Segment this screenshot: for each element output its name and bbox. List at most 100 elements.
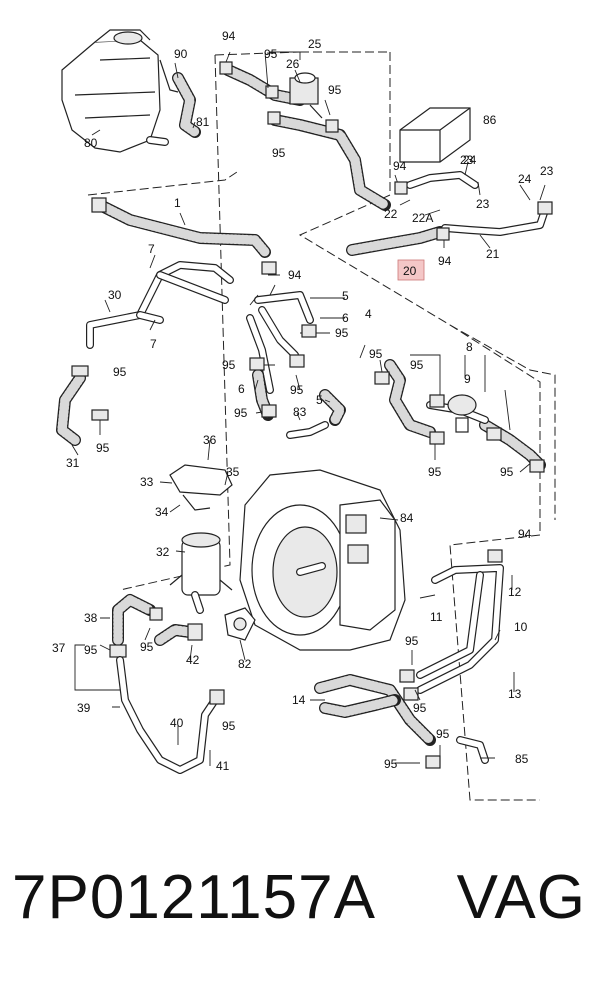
callout-label: 13 xyxy=(508,687,522,701)
hose-21 xyxy=(441,201,553,236)
callout-label: 7 xyxy=(148,242,155,256)
highlight-box xyxy=(397,259,425,281)
callout-label: 25 xyxy=(308,37,322,51)
hose-20 xyxy=(346,226,446,256)
callout-label: 95 xyxy=(140,640,154,654)
callout-label: 95 xyxy=(413,701,427,715)
callout-label: 23 xyxy=(476,197,490,211)
assembly-boundary-top xyxy=(119,51,541,801)
pipe-10 xyxy=(416,564,504,694)
callout-label: 10 xyxy=(514,620,528,634)
electric-motor-84 xyxy=(239,469,406,651)
leader-lines xyxy=(71,51,546,766)
callout-label: 95 xyxy=(384,757,398,771)
valve-assembly-25-26 xyxy=(219,61,391,211)
pipe-group-4-5-6 xyxy=(246,291,314,394)
callout-label: 94 xyxy=(222,29,236,43)
callout-label: 95 xyxy=(500,465,514,479)
callout-label: 95 xyxy=(405,634,419,648)
callout-label: 80 xyxy=(84,136,98,150)
callout-label: 5 xyxy=(342,289,349,303)
callout-label: 95 xyxy=(410,358,424,372)
part-number: 7P0121157A xyxy=(12,863,376,932)
callout-label: 90 xyxy=(174,47,188,61)
callout-label: 82 xyxy=(238,657,252,671)
callout-label: 6 xyxy=(238,382,245,396)
callout-label: 42 xyxy=(186,653,200,667)
callout-label: 94 xyxy=(518,527,532,541)
callout-label: 84 xyxy=(400,511,414,525)
callout-label: 9 xyxy=(464,372,471,386)
callout-label: 36 xyxy=(203,433,217,447)
pipe-85 xyxy=(456,736,489,764)
callout-label: 1 xyxy=(174,196,181,210)
callout-label: 32 xyxy=(156,545,170,559)
callout-label: 22A xyxy=(412,211,433,225)
hose-5-lower xyxy=(319,389,346,426)
hose-31 xyxy=(56,365,109,446)
pipe-30 xyxy=(86,261,234,349)
callout-label: 94 xyxy=(393,159,407,173)
callout-label: 95 xyxy=(272,146,286,160)
callout-label: 4 xyxy=(365,307,372,321)
callout-label: 94 xyxy=(288,268,302,282)
callout-label: 85 xyxy=(515,752,529,766)
hose-38 xyxy=(109,594,156,658)
callout-label: 23 xyxy=(460,153,474,167)
callout-label: 21 xyxy=(486,247,500,261)
pump-32 xyxy=(169,532,233,614)
assembly-boundary-right xyxy=(449,324,556,520)
brand-label: VAG xyxy=(456,863,586,932)
callout-label: 34 xyxy=(155,505,169,519)
callout-label: 35 xyxy=(226,465,240,479)
callout-label: 31 xyxy=(66,456,80,470)
expansion-tank xyxy=(61,29,179,153)
callout-label: 7 xyxy=(150,337,157,351)
pipe-83 xyxy=(286,421,329,439)
callout-label: 95 xyxy=(96,441,110,455)
callout-label: 6 xyxy=(342,311,349,325)
flange-82 xyxy=(224,607,256,641)
callout-label: 30 xyxy=(108,288,122,302)
callout-label: 95 xyxy=(113,365,127,379)
callout-label: 95 xyxy=(328,83,342,97)
callout-label: 95 xyxy=(222,719,236,733)
hose-14 xyxy=(314,669,441,769)
callout-label: 95 xyxy=(84,643,98,657)
hose-81 xyxy=(172,72,201,138)
callout-label-highlighted: 20 xyxy=(403,264,417,278)
callout-label: 40 xyxy=(170,716,184,730)
parts-diagram: 1 4 5 5 6 6 7 7 8 9 10 11 12 13 14 20 21… xyxy=(52,29,556,801)
callout-label: 95 xyxy=(428,465,442,479)
hose-clamps xyxy=(149,181,545,621)
callout-label: 95 xyxy=(436,727,450,741)
callout-label: 41 xyxy=(216,759,230,773)
callout-label: 95 xyxy=(234,406,248,420)
assembly-boundary-tank xyxy=(87,169,241,196)
callout-labels: 1 4 5 5 6 6 7 7 8 9 10 11 12 13 14 20 21… xyxy=(52,29,554,773)
callout-label: 11 xyxy=(430,610,443,624)
callout-label: 95 xyxy=(369,347,383,361)
footer: 7P0121157A VAG xyxy=(0,862,600,952)
callout-label: 14 xyxy=(292,693,306,707)
callout-label: 22 xyxy=(384,207,398,221)
callout-label: 5 xyxy=(316,393,323,407)
callout-label: 95 xyxy=(222,358,236,372)
callout-label: 12 xyxy=(508,585,522,599)
pipe-37 xyxy=(116,656,225,774)
hose-42 xyxy=(154,623,203,646)
callout-label: 37 xyxy=(52,641,66,655)
callout-label: 86 xyxy=(483,113,497,127)
callout-label: 39 xyxy=(77,701,91,715)
callout-label: 83 xyxy=(293,405,307,419)
callout-label: 33 xyxy=(140,475,154,489)
callout-label: 81 xyxy=(196,115,210,129)
callout-label: 95 xyxy=(335,326,349,340)
callout-label: 95 xyxy=(264,47,278,61)
callout-label: 95 xyxy=(290,383,304,397)
callout-label: 24 xyxy=(518,172,532,186)
callout-label: 8 xyxy=(466,340,473,354)
callout-label: 94 xyxy=(438,254,452,268)
coolant-system-exploded-view: 1 4 5 5 6 6 7 7 8 9 10 11 12 13 14 20 21… xyxy=(52,29,556,801)
callout-label: 24 xyxy=(463,153,477,167)
